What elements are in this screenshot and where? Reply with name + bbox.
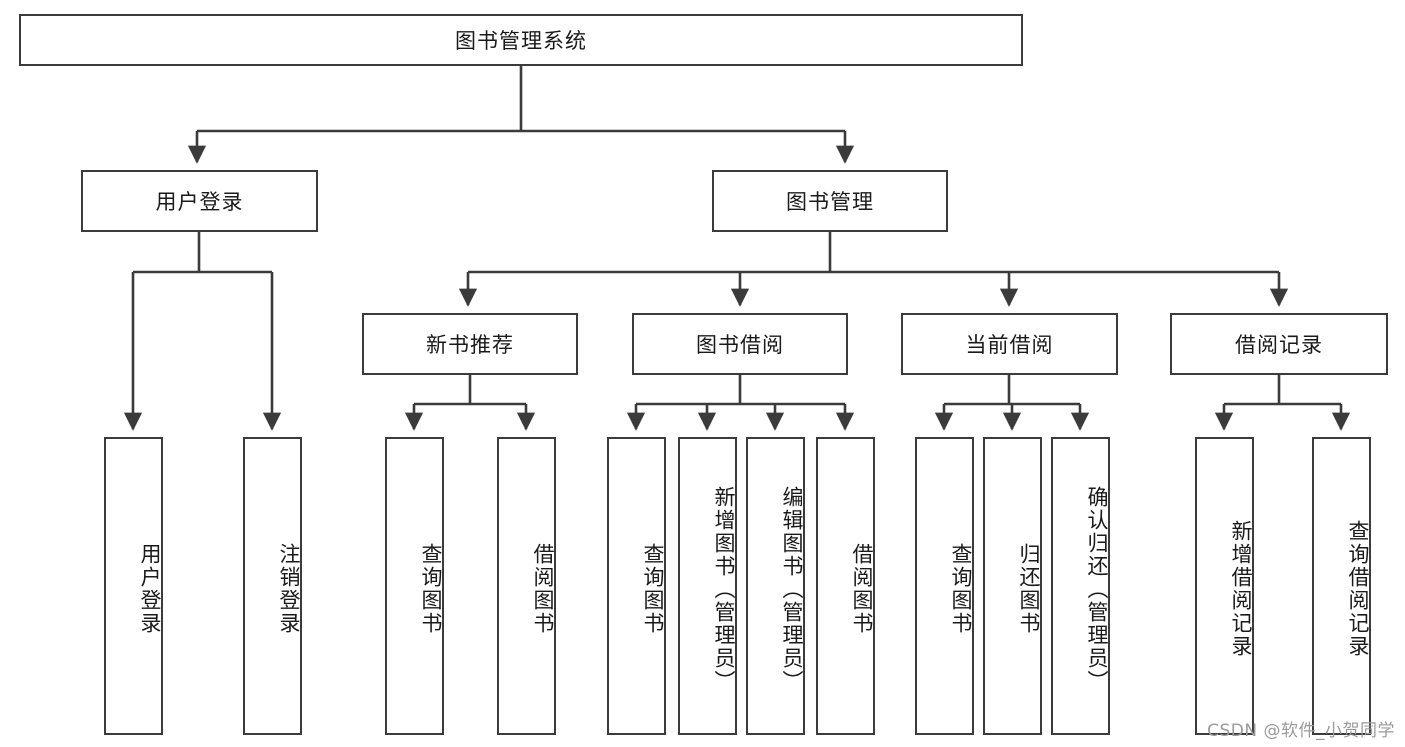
- node-borrow-record-label: 借阅记录: [1235, 333, 1323, 357]
- node-new-book-rec-label: 新书推荐: [426, 333, 514, 357]
- node-leaf-query-book-1[interactable]: 查询图书: [385, 437, 444, 735]
- node-borrow-record[interactable]: 借阅记录: [1170, 313, 1388, 375]
- node-leaf-query-book-3-label: 查询图书: [949, 543, 973, 635]
- node-user-login[interactable]: 用户登录: [81, 170, 318, 232]
- node-current-borrow-label: 当前借阅: [965, 333, 1054, 357]
- node-leaf-add-book-label: 新增图书（管理员）: [712, 485, 736, 693]
- node-leaf-add-book[interactable]: 新增图书（管理员）: [678, 437, 737, 735]
- node-leaf-return-book-label: 归还图书: [1017, 543, 1041, 635]
- node-book-manage[interactable]: 图书管理: [712, 170, 948, 232]
- node-leaf-add-record[interactable]: 新增借阅记录: [1195, 437, 1254, 735]
- node-leaf-borrow-book-1[interactable]: 借阅图书: [497, 437, 556, 735]
- csdn-watermark: CSDN @软件_小贺同学: [1207, 721, 1395, 741]
- node-leaf-user-login[interactable]: 用户登录: [104, 437, 163, 735]
- node-root[interactable]: 图书管理系统: [19, 14, 1023, 66]
- node-leaf-user-login-label: 用户登录: [138, 543, 162, 635]
- node-leaf-edit-book-label: 编辑图书（管理员）: [780, 485, 804, 693]
- node-root-label: 图书管理系统: [455, 29, 587, 53]
- node-book-borrow-label: 图书借阅: [696, 333, 784, 357]
- node-leaf-confirm-return[interactable]: 确认归还（管理员）: [1051, 437, 1110, 735]
- node-book-borrow[interactable]: 图书借阅: [632, 313, 848, 375]
- node-leaf-query-record[interactable]: 查询借阅记录: [1312, 437, 1371, 735]
- node-current-borrow[interactable]: 当前借阅: [901, 313, 1118, 375]
- node-leaf-logout-label: 注销登录: [277, 543, 301, 635]
- node-leaf-edit-book[interactable]: 编辑图书（管理员）: [746, 437, 805, 735]
- node-new-book-rec[interactable]: 新书推荐: [362, 313, 578, 375]
- node-leaf-query-book-2[interactable]: 查询图书: [607, 437, 666, 735]
- node-leaf-query-book-1-label: 查询图书: [419, 543, 443, 635]
- node-leaf-borrow-book-2[interactable]: 借阅图书: [816, 437, 875, 735]
- node-leaf-add-record-label: 新增借阅记录: [1229, 520, 1253, 658]
- node-leaf-confirm-return-label: 确认归还（管理员）: [1085, 485, 1109, 693]
- node-leaf-query-record-label: 查询借阅记录: [1346, 520, 1370, 658]
- node-book-manage-label: 图书管理: [786, 190, 874, 214]
- node-leaf-borrow-book-1-label: 借阅图书: [531, 543, 555, 635]
- node-leaf-query-book-3[interactable]: 查询图书: [915, 437, 974, 735]
- node-leaf-logout[interactable]: 注销登录: [243, 437, 302, 735]
- node-leaf-query-book-2-label: 查询图书: [641, 543, 665, 635]
- node-leaf-borrow-book-2-label: 借阅图书: [850, 543, 874, 635]
- node-leaf-return-book[interactable]: 归还图书: [983, 437, 1042, 735]
- node-user-login-label: 用户登录: [155, 190, 244, 214]
